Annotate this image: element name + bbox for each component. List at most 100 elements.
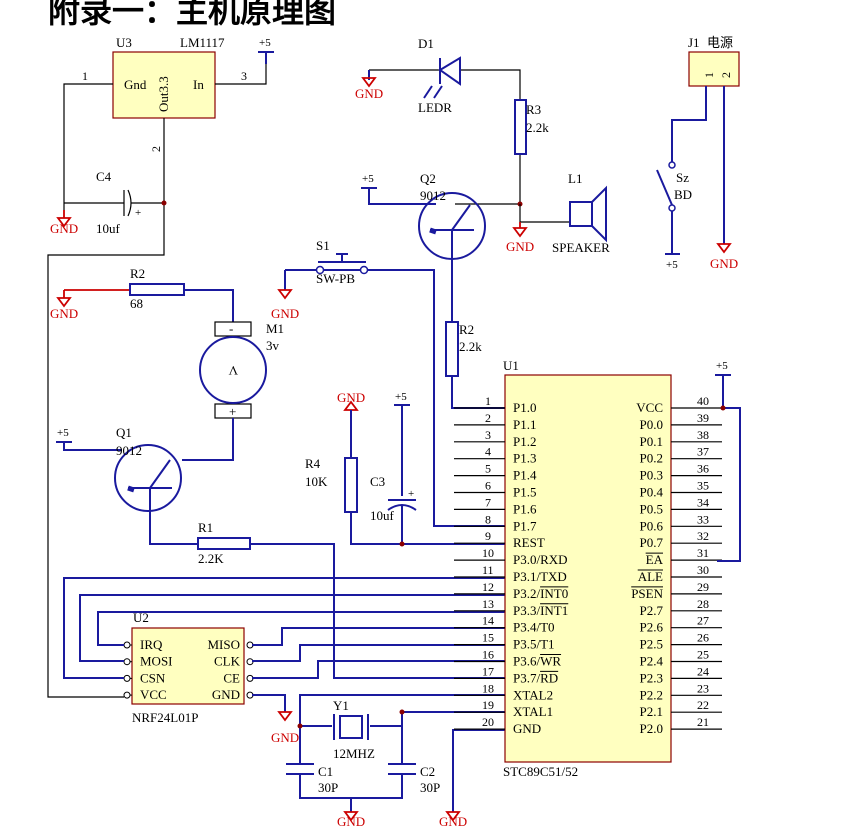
c4-ref: C4 [96, 169, 112, 184]
u2-pin-name: VCC [140, 687, 167, 702]
u1-pin-number: 7 [485, 495, 491, 509]
u3-pin3: 3 [241, 69, 247, 83]
j1-value: 电源 [707, 35, 733, 50]
u1-pin-number: 29 [697, 580, 709, 594]
u1-pin-name: P0.1 [640, 434, 663, 449]
vcc-label-q2: +5 [362, 173, 374, 185]
u1-pin-name: ALE [638, 569, 663, 584]
gnd-label-r2: GND [50, 306, 78, 321]
u1-pin-number: 21 [697, 715, 709, 729]
u1-pin-number: 5 [485, 462, 491, 476]
u1-pin-name: P3.1/TXD [513, 569, 567, 584]
u3-part: LM1117 [180, 35, 225, 50]
u3-gnd-pin-label: Gnd [124, 77, 147, 92]
c4-polarity: + [135, 207, 141, 219]
q1-value: 9012 [116, 443, 142, 458]
u1-pin-number: 12 [482, 580, 494, 594]
u1-pin-name: XTAL2 [513, 687, 553, 702]
u2-pin-name: IRQ [140, 637, 163, 652]
u1-pin-name: P3.3/INT1 [513, 603, 568, 618]
u1-pin-number: 39 [697, 411, 709, 425]
u1-pin-name: P2.5 [640, 637, 663, 652]
gnd-label-d1: GND [355, 86, 383, 101]
r2b-value: 2.2k [459, 339, 482, 354]
c4-value: 10uf [96, 221, 121, 236]
u1-pin-number: 17 [482, 664, 494, 678]
y1-ref: Y1 [333, 698, 349, 713]
u1-pin-number: 28 [697, 597, 709, 611]
u1-pin-number: 33 [697, 512, 709, 526]
s1-ref: S1 [316, 238, 330, 253]
u1-pin-number: 22 [697, 698, 709, 712]
s1-value: SW-PB [316, 271, 355, 286]
c2-ref: C2 [420, 764, 435, 779]
u2-pin-name: CLK [214, 654, 241, 669]
r4-value: 10K [305, 474, 328, 489]
u2-ref: U2 [133, 610, 149, 625]
sz-ref: Sz [676, 170, 689, 185]
u1-pin-number: 32 [697, 529, 709, 543]
u1-pin-number: 2 [485, 411, 491, 425]
u2-pin-name: MOSI [140, 654, 173, 669]
gnd-label-u2: GND [271, 730, 299, 745]
u1-pin-name: P0.5 [640, 501, 663, 516]
u1-pin-number: 1 [485, 394, 491, 408]
u1-pin-number: 34 [697, 495, 709, 509]
m1-value: 3v [266, 338, 280, 353]
u1-pin-name: P3.6/WR [513, 654, 561, 669]
u1-pin-name: REST [513, 535, 545, 550]
u1-pin-number: 26 [697, 631, 709, 645]
u1-pin-name: P0.2 [640, 451, 663, 466]
u1-pin-name: P1.3 [513, 451, 536, 466]
c3-polarity: + [408, 488, 414, 500]
u1-pin-name: P2.7 [640, 603, 664, 618]
u1-pin-name: P1.2 [513, 434, 536, 449]
u1-pin-name: P1.6 [513, 501, 537, 516]
u1-pin-number: 6 [485, 479, 491, 493]
m1-mark: V [228, 363, 238, 378]
u1-pin-name: P2.2 [640, 687, 663, 702]
gnd-label-s1: GND [271, 306, 299, 321]
c1-ref: C1 [318, 764, 333, 779]
u1-pin-number: 37 [697, 445, 709, 459]
u1-pin-number: 40 [697, 394, 709, 408]
u1-pin-name: P0.3 [640, 468, 663, 483]
j1-pin2: 2 [719, 72, 733, 78]
vcc-label-c3: +5 [395, 391, 407, 403]
u1-pin-name: P1.0 [513, 400, 536, 415]
gnd-label-xtal: GND [337, 814, 365, 827]
u1-part: STC89C51/52 [503, 764, 578, 779]
u1-pin-number: 9 [485, 529, 491, 543]
u2-pin-name: CE [223, 670, 240, 685]
u1-pin-number: 31 [697, 546, 709, 560]
d1-ref: D1 [418, 36, 434, 51]
u1-ref: U1 [503, 358, 519, 373]
u1-pin-number: 18 [482, 681, 494, 695]
u3-ref: U3 [116, 35, 132, 50]
u1-pin-number: 27 [697, 614, 709, 628]
u2-pin-name: MISO [207, 637, 240, 652]
j1-pin1: 1 [702, 72, 716, 78]
sz-value: BD [674, 187, 692, 202]
q2-value: 9012 [420, 188, 446, 203]
u1-pin-number: 8 [485, 512, 491, 526]
u1-pin-name: P1.7 [513, 518, 537, 533]
u1-pin-name: P1.5 [513, 485, 536, 500]
q2-ref: Q2 [420, 171, 436, 186]
u3-out-pin-label: Out3.3 [156, 76, 171, 112]
r1-ref: R1 [198, 520, 213, 535]
u1-pin-name: XTAL1 [513, 704, 553, 719]
u1-pin-name: P2.1 [640, 704, 663, 719]
l1-ref: L1 [568, 171, 582, 186]
c3-ref: C3 [370, 474, 385, 489]
u1-pin-number: 14 [482, 614, 494, 628]
page-title: 附录一：主机原理图 [48, 0, 337, 30]
r4-ref: R4 [305, 456, 321, 471]
u2-part: NRF24L01P [132, 710, 198, 725]
u1-pin-number: 15 [482, 631, 494, 645]
u1-pin-name: P3.0/RXD [513, 552, 568, 567]
u3-regulator: U3 LM1117 Gnd In Out3.3 1 2 3 [82, 35, 247, 152]
u1-pin-number: 35 [697, 479, 709, 493]
r3-value: 2.2k [526, 120, 549, 135]
